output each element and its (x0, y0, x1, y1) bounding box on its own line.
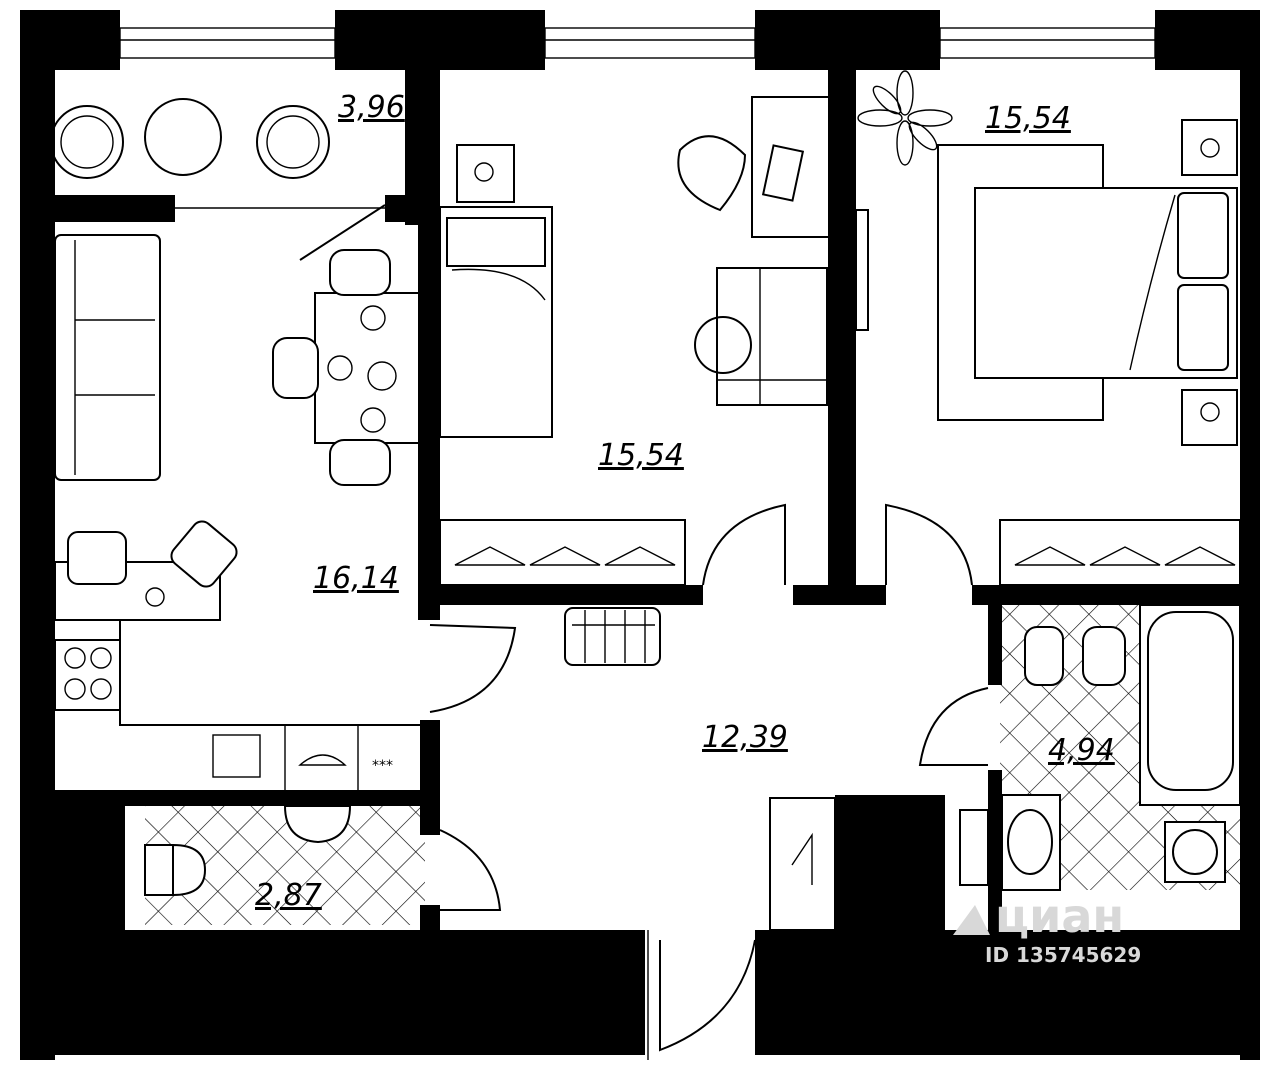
sofa (54, 234, 161, 481)
watermark-listing-id: ID 135745629 (985, 943, 1141, 967)
dining-table (272, 249, 421, 486)
right-bedroom-furniture (855, 70, 1241, 586)
area-label-kitchen-living: 16,14 (313, 561, 399, 596)
watermark-brand: циан (995, 889, 1124, 943)
cian-logo-icon (953, 905, 990, 935)
balcony-furniture (50, 98, 386, 261)
watermark: циан ID 135745629 (953, 889, 1141, 967)
area-label-balcony: 3,96 (338, 90, 405, 125)
windows (119, 27, 1156, 59)
area-label-bathroom: 4,94 (1048, 733, 1115, 768)
bathroom-fixtures (959, 604, 1241, 891)
walls (20, 10, 1260, 1060)
middle-bedroom-furniture (439, 96, 833, 586)
desk (54, 520, 238, 621)
area-label-bedroom-right: 15,54 (985, 101, 1071, 136)
area-label-hallway: 12,39 (702, 720, 788, 755)
svg-text:***: *** (372, 758, 393, 774)
toilet-fixtures (144, 805, 352, 897)
hallway-furniture (564, 607, 836, 931)
area-label-toilet: 2,87 (255, 878, 322, 913)
doors (429, 503, 989, 1060)
area-labels: 3,96 15,54 15,54 16,14 12,39 4,94 2,87 (255, 90, 1115, 913)
kitchen-counter: *** (54, 619, 420, 790)
area-label-bedroom-middle: 15,54 (598, 438, 684, 473)
